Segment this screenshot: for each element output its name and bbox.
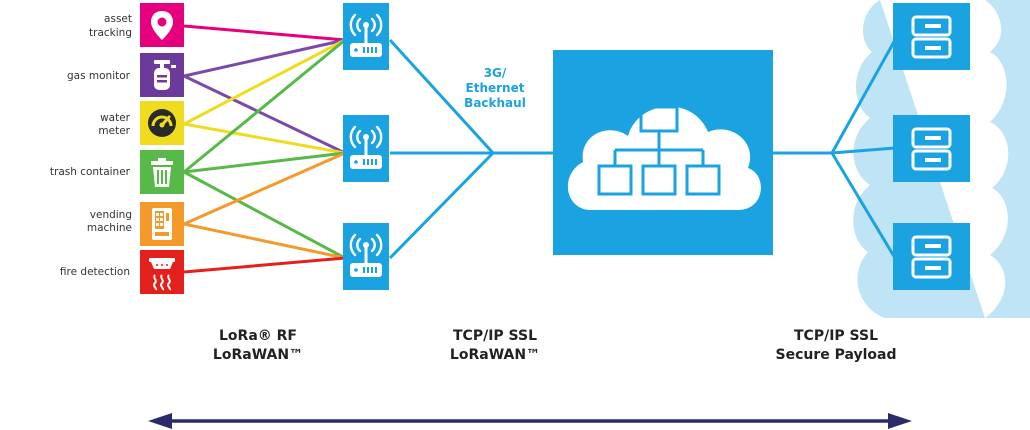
link-water-to-gateway-2 — [183, 122, 346, 155]
app-server3-link — [830, 152, 897, 259]
device-gas-monitor — [140, 53, 184, 97]
gauge-icon — [148, 109, 176, 137]
backhaul-label: 3G/ Ethernet Backhaul — [464, 66, 526, 110]
link-gas-to-gateway-1 — [183, 38, 346, 78]
layer-backhaul-line2: LoRaWAN™ — [450, 347, 540, 363]
vending-machine-icon — [152, 208, 172, 240]
gateway-2 — [343, 115, 389, 182]
layer-rf-line2: LoRaWAN™ — [213, 347, 303, 363]
app-server1-link — [830, 39, 897, 154]
device-tiles — [140, 3, 184, 294]
application-servers — [893, 3, 970, 290]
gateways — [343, 3, 389, 290]
backhaul-label-line3: Backhaul — [464, 96, 526, 110]
gateway-3 — [343, 223, 389, 290]
smoke-detector-icon — [149, 258, 175, 291]
device-label-vending-line1: vending — [90, 209, 132, 221]
device-label-asset-line1: asset — [104, 13, 132, 25]
gateway-1 — [343, 3, 389, 70]
backhaul-links — [388, 38, 555, 260]
gateway3-link — [388, 151, 495, 260]
app-server-1 — [893, 3, 970, 70]
device-links — [183, 24, 346, 274]
link-water-to-gateway-1 — [183, 38, 346, 126]
layer-backhaul-line1: TCP/IP SSL — [453, 328, 537, 344]
link-gas-to-gateway-2 — [183, 74, 346, 155]
app-server-3 — [893, 223, 970, 290]
device-water-meter — [140, 101, 184, 145]
end-to-end-double-arrow — [148, 413, 912, 429]
layer-rf-line1: LoRa® RF — [219, 328, 297, 344]
network-server — [553, 50, 773, 255]
device-label-vending-line2: machine — [87, 222, 132, 234]
device-trash-container — [140, 150, 184, 194]
gateway1-link — [388, 38, 495, 155]
layer-captions: LoRa® RF LoRaWAN™ TCP/IP SSL LoRaWAN™ TC… — [213, 328, 897, 363]
device-label-asset-line2: tracking — [89, 27, 132, 39]
trash-can-icon — [151, 158, 173, 187]
app-server-2 — [893, 115, 970, 182]
link-vending-to-gateway-3 — [183, 222, 346, 260]
backhaul-label-line2: Ethernet — [466, 81, 525, 95]
link-trash-to-gateway-2 — [183, 151, 346, 174]
map-pin-icon — [151, 11, 173, 40]
app-server-links — [772, 39, 897, 259]
link-vending-to-gateway-2 — [183, 151, 346, 226]
device-fire-detection — [140, 250, 184, 294]
layer-app-line1: TCP/IP SSL — [794, 328, 878, 344]
device-label-water-line1: water — [100, 112, 131, 124]
app-server2-link — [831, 146, 896, 155]
device-vending-machine — [140, 202, 184, 246]
backhaul-label-line1: 3G/ — [484, 66, 507, 80]
link-asset-to-gateway-1 — [183, 24, 346, 42]
layer-app-line2: Secure Payload — [775, 347, 896, 363]
link-fire-to-gateway-3 — [183, 256, 346, 274]
device-label-trash: trash container — [50, 166, 131, 178]
cloud-network-icon — [567, 105, 761, 210]
device-label-fire: fire detection — [60, 266, 130, 278]
device-labels: asset tracking gas monitor water meter t… — [50, 13, 132, 278]
device-label-gas: gas monitor — [67, 70, 131, 82]
gas-cylinder-icon — [154, 60, 176, 90]
link-trash-to-gateway-1 — [183, 38, 346, 174]
device-label-water-line2: meter — [98, 125, 130, 137]
link-trash-to-gateway-3 — [183, 170, 346, 260]
device-asset-tracking — [140, 3, 184, 47]
